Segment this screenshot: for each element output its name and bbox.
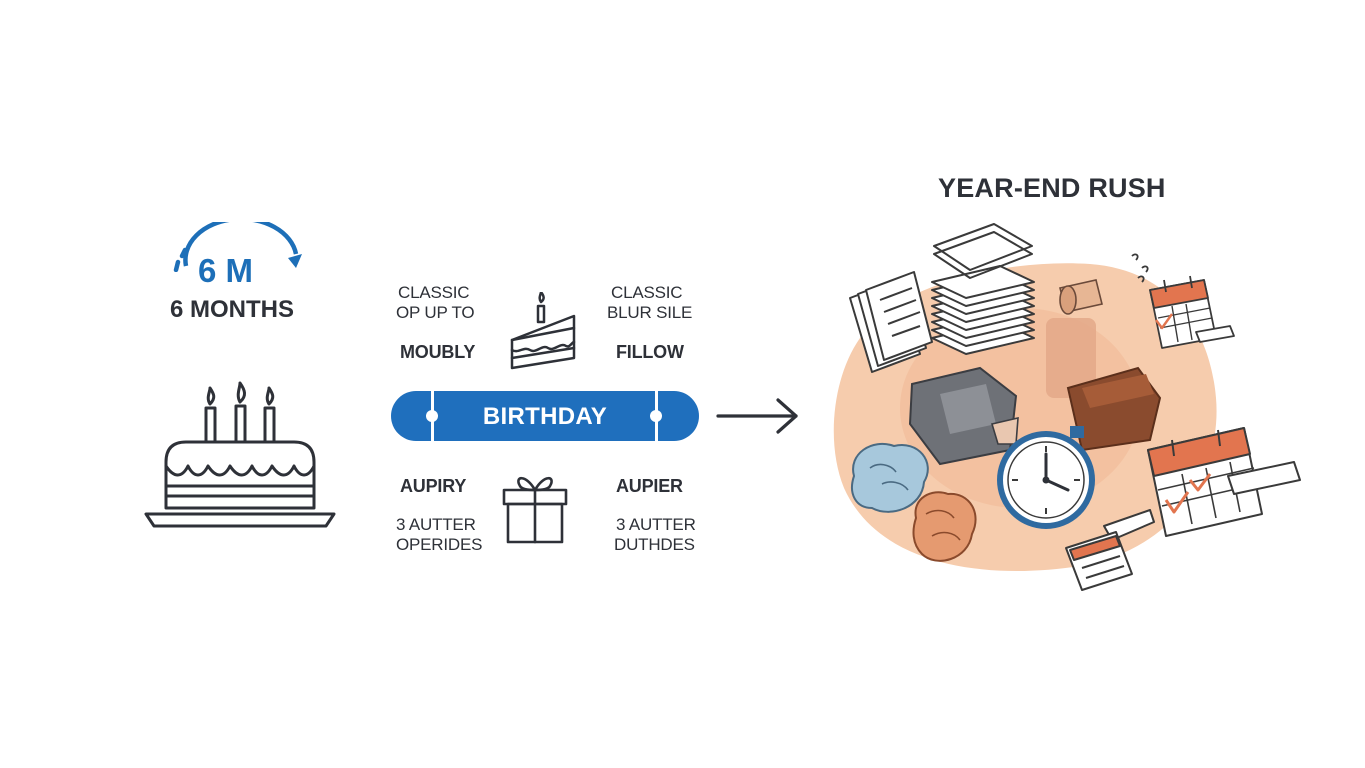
year-end-title: YEAR-END RUSH [938,173,1166,203]
pill-node [650,410,662,422]
calendar-icon [1131,253,1235,349]
document-icon [849,271,933,373]
top-left-line2: OP UP TO [396,303,475,322]
gift-box-icon [502,476,568,544]
year-end-rush-illustration [833,223,1301,591]
hand-note-icon [1065,509,1155,591]
top-right-line2: BLUR SILE [607,303,693,322]
bottom-right-line3: DUTHDES [614,535,695,554]
top-left-line1: CLASSIC [398,283,470,302]
calendar-icon [1147,427,1301,537]
cycle-arrow-icon [173,222,302,272]
bottom-left-line2: 3 AUTTER [396,515,476,534]
clutter-icon [851,279,1162,562]
bottom-right-line2: 3 AUTTER [616,515,696,534]
months-label: 6 MONTHS [170,296,295,323]
pill-node [426,410,438,422]
top-left-line3: MOUBLY [400,342,476,362]
birthday-cake-icon [144,381,336,528]
top-right-line3: FILLOW [616,342,684,362]
bottom-right-line1: AUPIER [616,476,683,496]
birthday-label: BIRTHDAY [482,403,608,430]
cake-slice-icon [510,292,576,370]
stopwatch-icon [997,426,1095,529]
bottom-left-line1: AUPIRY [400,476,467,496]
bottom-left-line3: OPERIDES [396,535,483,554]
months-badge: 6 M [198,252,254,289]
top-right-line1: CLASSIC [611,283,683,302]
arrow-right-icon [716,398,798,434]
paper-stack-icon [931,223,1035,355]
birthday-pill: BIRTHDAY [391,391,699,441]
